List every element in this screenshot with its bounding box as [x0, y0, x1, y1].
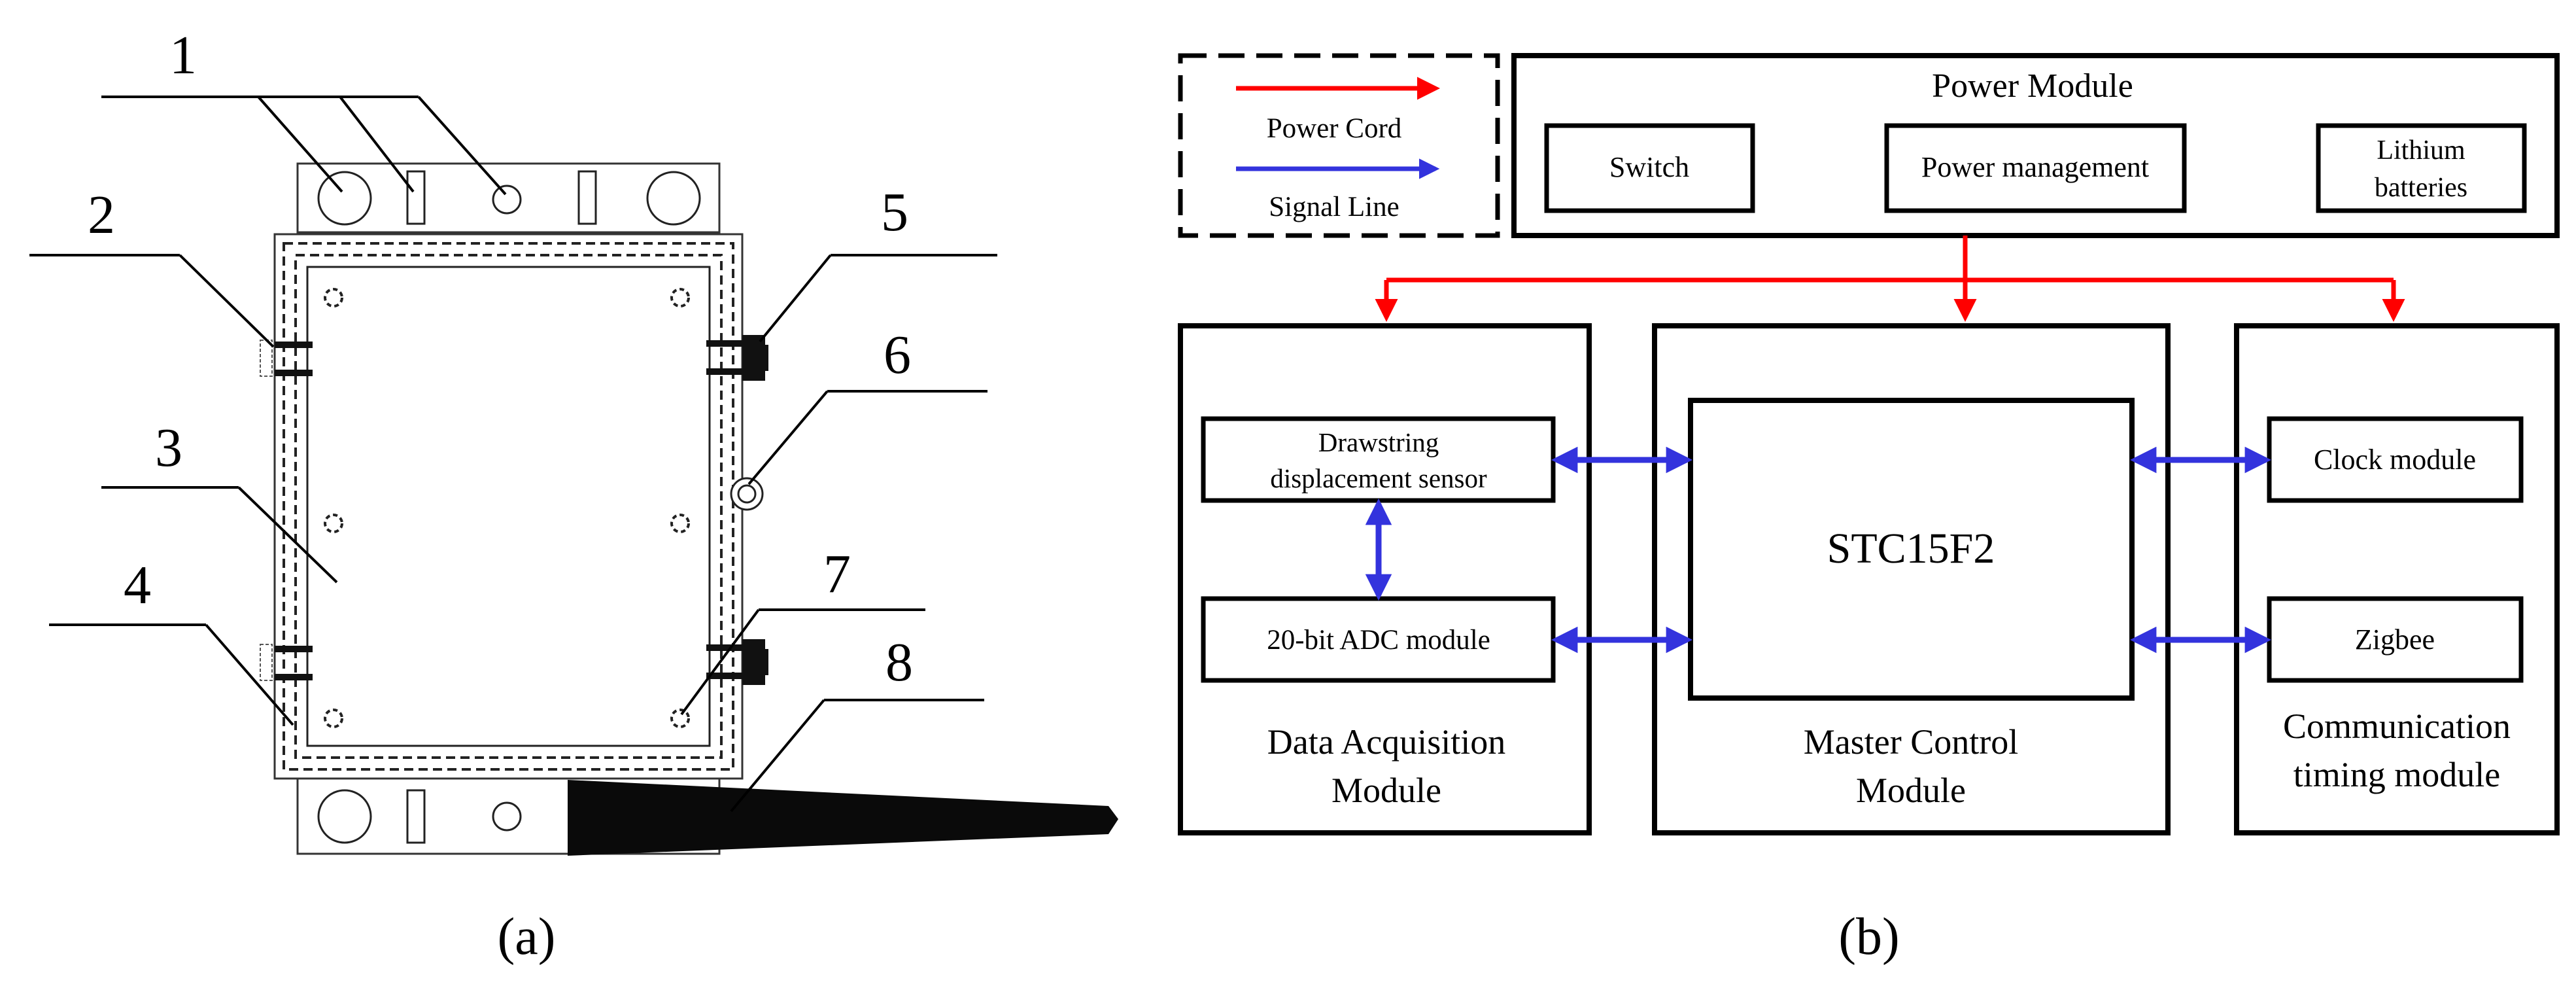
adc-module-label: 20-bit ADC module: [1267, 625, 1490, 656]
top-slot-2: [577, 170, 597, 225]
bottom-slot-1: [406, 789, 426, 844]
lithium-label-line1: Lithium: [2377, 135, 2465, 166]
screw-mid-left: [324, 514, 343, 533]
caption-b: (b): [1838, 908, 1899, 966]
power-management-label: Power management: [1921, 151, 2149, 183]
callout-8: 8: [885, 632, 913, 693]
communication-module-box: [2234, 323, 2560, 835]
switch-box: [1544, 123, 1755, 213]
callout-3: 3: [155, 417, 182, 478]
power-management-box: [1884, 123, 2187, 213]
lithium-batteries-box: [2316, 123, 2527, 213]
callout-4: 4: [124, 555, 151, 616]
stc15f2-label: STC15F2: [1827, 525, 1995, 572]
data-acquisition-title-line2: Module: [1331, 771, 1441, 810]
screw-bottom-left: [324, 709, 343, 728]
bottom-left-bolt-hole: [317, 789, 372, 844]
legend-signal-label: Signal Line: [1269, 192, 1399, 222]
right-connector-top: [706, 335, 768, 381]
power-module-title: Power Module: [1932, 67, 2133, 105]
sensor-label-line1: Drawstring: [1318, 427, 1439, 457]
screw-bottom-right: [670, 709, 690, 728]
stc15f2-chip-box: [1688, 398, 2135, 701]
legend-power-label: Power Cord: [1267, 113, 1402, 144]
callout-7: 7: [823, 544, 851, 605]
top-right-bolt-hole: [646, 171, 701, 226]
antenna: [568, 780, 1118, 856]
sensor-label-line2: displacement sensor: [1270, 463, 1487, 493]
data-acquisition-title-line1: Data Acquisition: [1267, 722, 1505, 762]
signal-lines: [1365, 446, 2272, 654]
left-clamp-bottom: [260, 644, 313, 681]
bottom-small-hole: [492, 801, 522, 832]
power-module-box: [1511, 53, 2560, 238]
power-distribution: [1375, 236, 2405, 322]
switch-label: Switch: [1609, 151, 1689, 183]
seal-dashed-outer: [283, 242, 734, 771]
leader-lines: [29, 96, 997, 813]
master-control-module-box: [1652, 323, 2171, 835]
block-diagram: Power Cord Signal Line Power Module Swit…: [1178, 53, 2560, 966]
callout-1: 1: [169, 25, 197, 86]
legend-box: [1178, 53, 1500, 238]
right-connector-bottom: [706, 639, 768, 685]
callout-5: 5: [881, 182, 908, 243]
callout-2: 2: [88, 184, 115, 245]
screw-mid-right: [670, 514, 690, 533]
communication-title-line1: Communication: [2283, 707, 2511, 746]
screws: [324, 288, 690, 728]
communication-title-line2: timing module: [2293, 755, 2501, 794]
data-acquisition-module-box: [1178, 323, 1592, 835]
top-small-hole: [492, 184, 522, 215]
housing-inner-cavity: [306, 266, 711, 747]
lithium-label-line2: batteries: [2375, 173, 2467, 203]
device-drawing: 1 2 3 4 5 6 7 8 (a): [29, 25, 1118, 966]
top-left-bolt-hole: [317, 171, 372, 226]
seal-dashed-inner: [294, 254, 723, 759]
zigbee-label: Zigbee: [2355, 623, 2435, 656]
screw-top-left: [324, 288, 343, 307]
top-slot-1: [406, 170, 426, 225]
side-valve: [730, 477, 764, 511]
clock-module-label: Clock module: [2314, 444, 2476, 476]
master-control-title-line1: Master Control: [1804, 722, 2018, 762]
screw-top-right: [670, 288, 690, 307]
master-control-title-line2: Module: [1856, 771, 1966, 810]
caption-a: (a): [498, 908, 556, 966]
callout-6: 6: [884, 324, 911, 385]
